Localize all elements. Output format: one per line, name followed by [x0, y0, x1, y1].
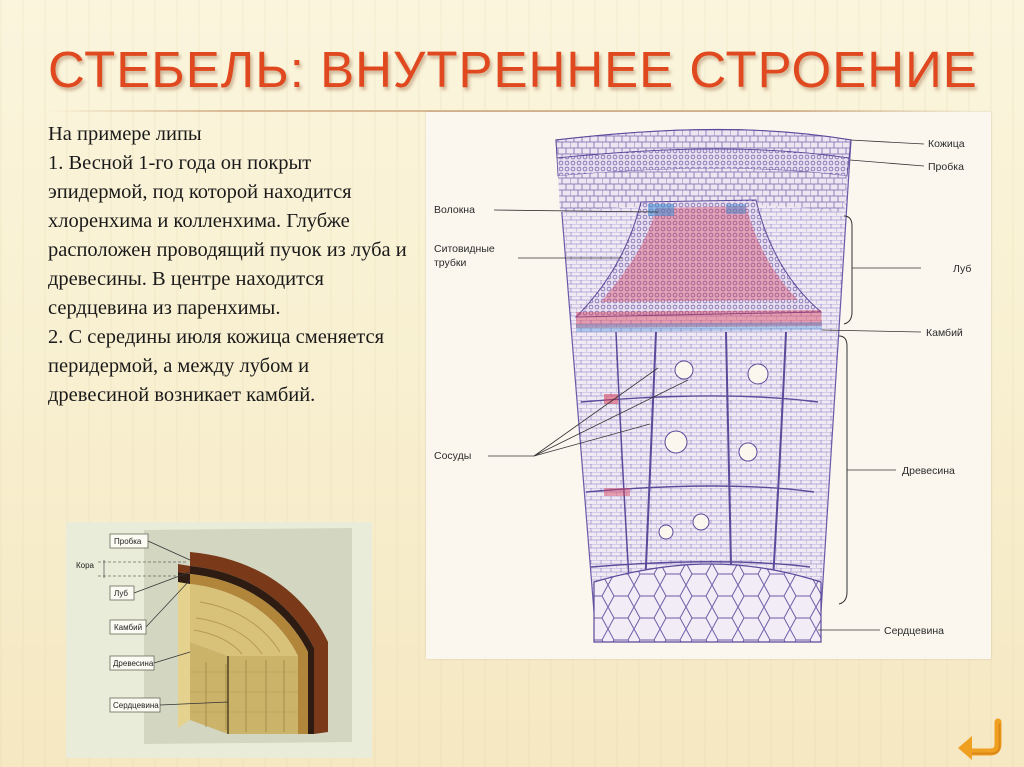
wedge-label-serdtsevina: Сердцевина: [109, 697, 161, 713]
stem-section-figure: Кожица Пробка Волокна Ситовидные трубки …: [426, 112, 991, 659]
wood-wedge-figure: Пробка Кора Луб Камбий Древесина Сердцев…: [66, 522, 372, 758]
label-drevesina: Древесина: [902, 465, 955, 477]
wood-wedge-drawing: Пробка Кора Луб Камбий Древесина Сердцев…: [76, 528, 352, 744]
label-kozhitsa: Кожица: [928, 138, 965, 150]
svg-text:Луб: Луб: [114, 589, 128, 598]
label-kambiy: Камбий: [926, 327, 963, 339]
wedge-label-kambiy: Камбий: [109, 619, 147, 635]
svg-text:Древесина: Древесина: [113, 659, 154, 668]
return-button[interactable]: [954, 718, 1008, 760]
wedge-label-drevesina: Древесина: [109, 655, 155, 671]
label-sitovidnye-1: Ситовидные: [434, 243, 495, 255]
paragraph-july: 2. С середины июля кожица сменяется пери…: [48, 326, 385, 406]
svg-text:Кора: Кора: [76, 561, 95, 570]
return-arrow-icon: [958, 718, 1002, 760]
label-sosudy: Сосуды: [434, 450, 471, 462]
slide-title: СТЕБЕЛЬ: ВНУТРЕННЕЕ СТРОЕНИЕ: [48, 41, 978, 98]
label-volokna: Волокна: [434, 204, 475, 216]
wedge-label-kora: Кора: [76, 561, 95, 570]
body-text: На примере липы 1. Весной 1-го года он п…: [48, 120, 408, 410]
label-probka: Пробка: [928, 161, 964, 173]
stem-section-drawing: Кожица Пробка Волокна Ситовидные трубки …: [434, 128, 971, 643]
title-divider: [46, 110, 968, 112]
wedge-label-lub: Луб: [109, 585, 135, 601]
label-sitovidnye-2: трубки: [434, 257, 467, 269]
wedge-label-probka: Пробка: [109, 533, 149, 549]
label-lub: Луб: [953, 263, 971, 275]
svg-text:Сердцевина: Сердцевина: [113, 701, 159, 710]
paragraph-spring: 1. Весной 1-го года он покрыт эпидермой,…: [48, 152, 407, 319]
label-serdtsevina: Сердцевина: [884, 625, 944, 637]
svg-text:Пробка: Пробка: [114, 537, 142, 546]
svg-text:Камбий: Камбий: [114, 623, 142, 632]
paragraph-intro: На примере липы: [48, 123, 202, 145]
